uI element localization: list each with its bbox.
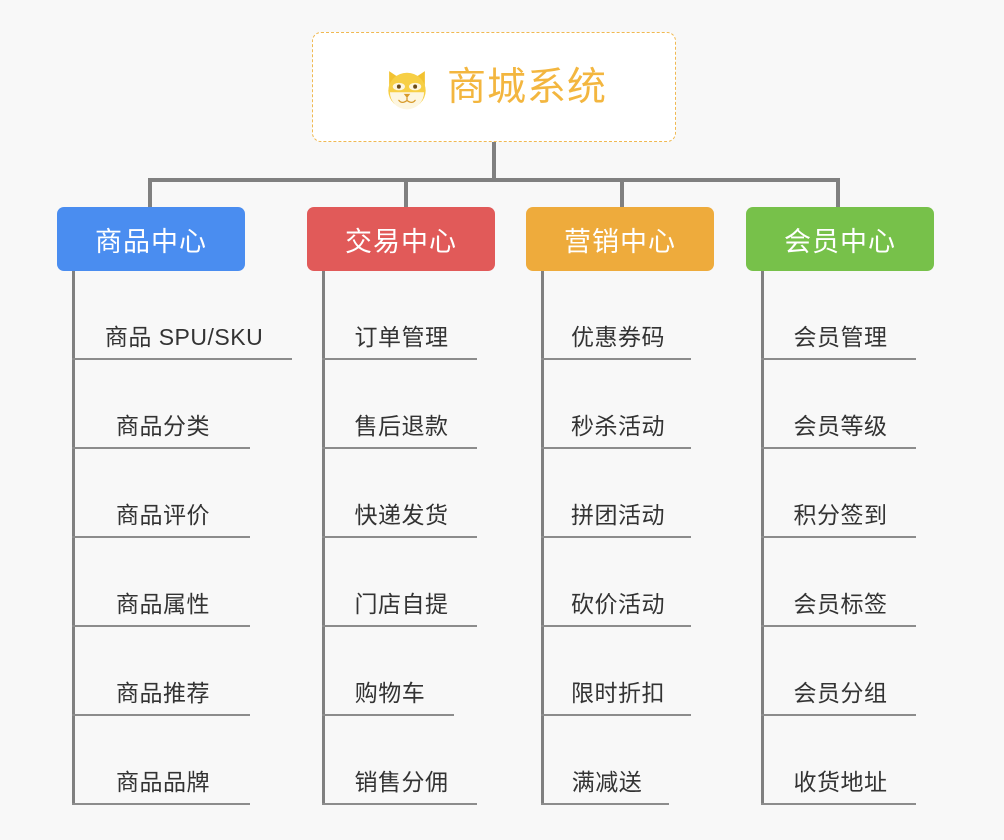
leaf-label: 商品品牌: [116, 769, 210, 795]
connector-spine-product: [72, 271, 75, 805]
shiba-dog-face-icon: [381, 63, 433, 115]
leaf-label: 订单管理: [354, 324, 449, 350]
leaf-label: 售后退款: [354, 413, 449, 439]
leaf-label: 拼团活动: [571, 502, 665, 528]
list-item[interactable]: 商品 SPU/SKU: [72, 271, 292, 360]
leaf-label: 积分签到: [793, 502, 888, 528]
connector-drop-3: [620, 178, 624, 207]
connector-horizontal-bus: [148, 178, 838, 182]
connector-spine-trade: [322, 271, 325, 805]
list-item[interactable]: 快递发货: [322, 449, 477, 538]
leaf-label: 商品推荐: [116, 680, 210, 706]
list-item[interactable]: 限时折扣: [541, 627, 691, 716]
leaf-label: 会员标签: [793, 591, 888, 617]
list-item[interactable]: 会员标签: [761, 538, 916, 627]
leaf-label: 满减送: [571, 769, 643, 795]
list-item[interactable]: 砍价活动: [541, 538, 691, 627]
root-title: 商城系统: [446, 65, 607, 109]
leaf-label: 限时折扣: [571, 680, 665, 706]
leaf-label: 快递发货: [354, 502, 449, 528]
list-item[interactable]: 门店自提: [322, 538, 477, 627]
connector-spine-marketing: [541, 271, 544, 805]
list-item[interactable]: 商品评价: [72, 449, 250, 538]
category-box-member[interactable]: 会员中心: [746, 207, 934, 271]
category-box-trade[interactable]: 交易中心: [307, 207, 495, 271]
list-item[interactable]: 会员等级: [761, 360, 916, 449]
leaf-label: 会员等级: [793, 413, 888, 439]
category-label-marketing: 营销中心: [564, 226, 676, 257]
list-item[interactable]: 优惠券码: [541, 271, 691, 360]
list-item[interactable]: 商品推荐: [72, 627, 250, 716]
category-box-product[interactable]: 商品中心: [57, 207, 245, 271]
list-item[interactable]: 购物车: [322, 627, 454, 716]
connector-drop-1: [148, 178, 152, 207]
root-node[interactable]: 商城系统: [312, 32, 676, 142]
leaf-label: 商品评价: [116, 502, 210, 528]
leaf-label: 购物车: [354, 680, 426, 706]
leaf-label: 会员分组: [793, 680, 888, 706]
leaf-label: 秒杀活动: [571, 413, 665, 439]
list-item[interactable]: 订单管理: [322, 271, 477, 360]
list-item[interactable]: 秒杀活动: [541, 360, 691, 449]
list-item[interactable]: 商品分类: [72, 360, 250, 449]
list-item[interactable]: 收货地址: [761, 716, 916, 805]
connector-drop-2: [404, 178, 408, 207]
leaf-label: 会员管理: [793, 324, 888, 350]
category-label-member: 会员中心: [784, 226, 896, 257]
leaf-label: 收货地址: [793, 769, 888, 795]
leaf-label: 销售分佣: [354, 769, 449, 795]
list-item[interactable]: 商品品牌: [72, 716, 250, 805]
category-label-trade: 交易中心: [345, 226, 457, 257]
list-item[interactable]: 售后退款: [322, 360, 477, 449]
list-item[interactable]: 商品属性: [72, 538, 250, 627]
category-label-product: 商品中心: [95, 226, 207, 257]
leaf-label: 门店自提: [354, 591, 449, 617]
list-item[interactable]: 积分签到: [761, 449, 916, 538]
category-box-marketing[interactable]: 营销中心: [526, 207, 714, 271]
list-item[interactable]: 拼团活动: [541, 449, 691, 538]
leaf-label: 优惠券码: [571, 324, 665, 350]
leaf-label: 商品属性: [116, 591, 210, 617]
connector-drop-4: [836, 178, 840, 207]
connector-spine-member: [761, 271, 764, 805]
leaf-label: 商品 SPU/SKU: [104, 324, 264, 350]
list-item[interactable]: 销售分佣: [322, 716, 477, 805]
leaf-label: 砍价活动: [571, 591, 665, 617]
list-item[interactable]: 会员分组: [761, 627, 916, 716]
connector-root-stem: [492, 142, 496, 180]
list-item[interactable]: 会员管理: [761, 271, 916, 360]
leaf-label: 商品分类: [116, 413, 210, 439]
list-item[interactable]: 满减送: [541, 716, 669, 805]
